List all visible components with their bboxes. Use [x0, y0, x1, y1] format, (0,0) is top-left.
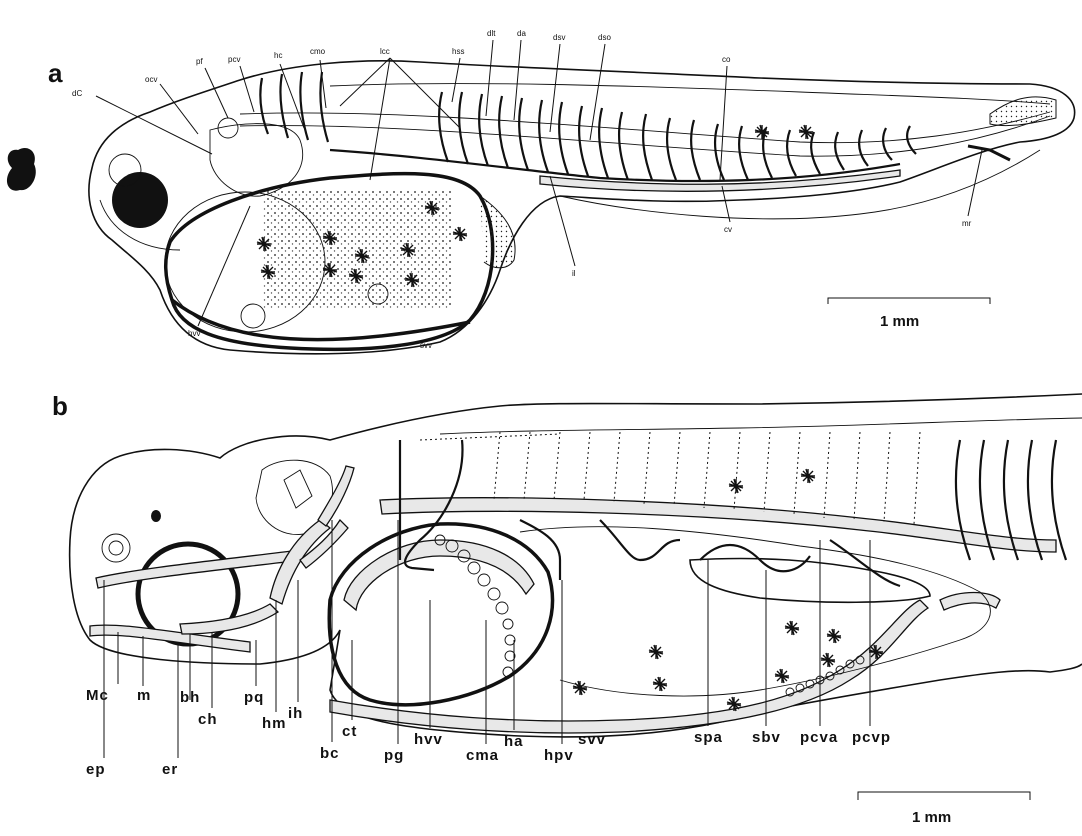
dorsal-fin-fold [330, 84, 1050, 104]
label-svv: svv [420, 341, 432, 350]
vitelline-vein-end [940, 593, 1000, 611]
label-pcvp: pcvp [852, 729, 891, 746]
larva-a-body-outline [89, 61, 1075, 354]
label-er: er [162, 761, 178, 778]
otolith-b [284, 470, 312, 508]
label-cv: cv [724, 225, 732, 234]
label-dC: dC [72, 89, 82, 98]
liver-region [480, 196, 515, 268]
black-blob-icon [7, 148, 36, 191]
label-ch: ch [198, 711, 218, 728]
label-cmo: cmo [310, 47, 326, 56]
label-lcc: lcc [380, 47, 390, 56]
tail-melanophores [990, 97, 1056, 126]
hepatic-vitelline-vein [344, 540, 534, 610]
scale-bar-a-label: 1 mm [880, 313, 919, 330]
panel-b: b [52, 391, 1082, 826]
panel-a-letter: a [48, 58, 63, 88]
median-ray [968, 146, 1010, 160]
dorsal-fin-fold-b [440, 418, 1082, 434]
label-bh: bh [180, 689, 200, 706]
nasal-pit-outer [102, 534, 130, 562]
label-hpv: hpv [544, 747, 574, 764]
label-ih: ih [288, 705, 303, 722]
label-il: il [572, 269, 576, 278]
eye-a-icon [112, 172, 168, 228]
label-dlt: dlt [487, 29, 496, 38]
label-m: m [137, 687, 151, 704]
pcva-vessel [830, 540, 900, 586]
swim-bladder-b [690, 559, 930, 603]
label-pcva: pcva [800, 729, 838, 746]
dorsal-dotted-b [420, 434, 560, 440]
mesenteric-vessel [600, 520, 680, 560]
label-hc: hc [274, 51, 282, 60]
label-pq: pq [244, 689, 264, 706]
nasal-pit-inner [109, 541, 123, 555]
label-da: da [517, 29, 526, 38]
scale-bar-b-label: 1 mm [912, 809, 951, 826]
panel-a: a [7, 29, 1075, 354]
label-spa: spa [694, 729, 723, 746]
label-hvv: hvv [188, 329, 200, 338]
label-hss: hss [452, 47, 464, 56]
label-pf: pf [196, 57, 203, 66]
label-hvv: hvv [414, 731, 443, 748]
olfactory-spot [151, 510, 161, 522]
label-ocv: ocv [145, 75, 157, 84]
ethmoid-plate [96, 550, 302, 588]
label-sbv: sbv [752, 729, 781, 746]
label-cma: cma [466, 747, 499, 764]
label-mr: mr [962, 219, 972, 228]
scale-bar-b: 1 mm [858, 792, 1030, 826]
posterior-cardinal-vein-b [380, 498, 1056, 552]
label-ct: ct [342, 723, 357, 740]
label-co: co [722, 55, 731, 64]
label-svv: svv [578, 731, 606, 748]
yolk-stipple [262, 190, 452, 310]
label-bc: bc [320, 745, 340, 762]
label-dso: dso [598, 33, 611, 42]
label-hm: hm [262, 715, 287, 732]
label-pcv: pcv [228, 55, 240, 64]
label-dsv: dsv [553, 33, 565, 42]
label-ha: ha [504, 733, 524, 750]
branchial-cartilage [318, 466, 354, 526]
label-Mc: Mc [86, 687, 109, 704]
scale-bar-a: 1 mm [828, 298, 990, 330]
basihyal-ceratohyal [180, 604, 278, 634]
pectoral-fin-bud [218, 118, 238, 138]
panel-b-letter: b [52, 391, 68, 421]
dorsal-aorta-a [330, 150, 900, 181]
label-ep: ep [86, 761, 106, 778]
oil-droplet-1 [241, 304, 265, 328]
label-pg: pg [384, 747, 404, 764]
